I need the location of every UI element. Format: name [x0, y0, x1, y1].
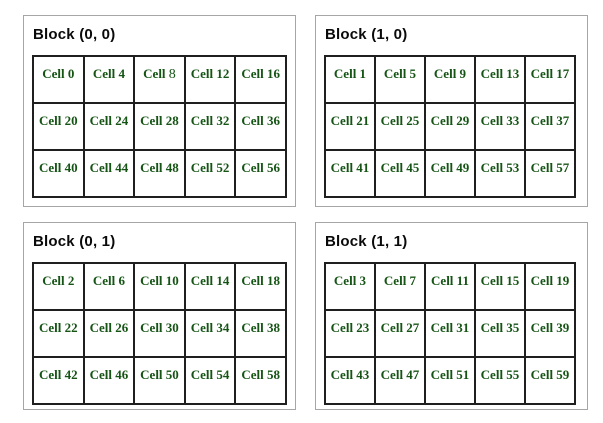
- table-cell: Cell 21: [324, 102, 376, 151]
- table-cell: Cell 48: [133, 149, 186, 198]
- table-cell: Cell 24: [82, 102, 136, 151]
- table-cell: Cell 34: [183, 309, 237, 358]
- table-cell: Cell 18: [234, 262, 287, 311]
- table-cell: Cell 23: [324, 309, 376, 358]
- table-cell: Cell 5: [374, 55, 426, 104]
- block-title: Block (1, 0): [325, 26, 408, 43]
- table-cell: Cell 35: [474, 309, 526, 358]
- table-cell: Cell 7: [374, 262, 426, 311]
- table-cell: Cell 4: [82, 55, 136, 104]
- table-cell: Cell 37: [524, 102, 576, 151]
- table-cell: Cell 29: [424, 102, 476, 151]
- table-cell: Cell 40: [32, 149, 85, 198]
- table-cell: Cell 3: [324, 262, 376, 311]
- block-title: Block (1, 1): [325, 233, 408, 250]
- table-cell: Cell 11: [424, 262, 476, 311]
- table-cell: Cell 26: [82, 309, 136, 358]
- table-cell: Cell 47: [374, 356, 426, 405]
- table-cell: Cell 38: [234, 309, 287, 358]
- block-title: Block (0, 1): [33, 233, 116, 250]
- table-cell: Cell 0: [32, 55, 85, 104]
- table-cell: Cell 42: [32, 356, 85, 405]
- table-cell: Cell 17: [524, 55, 576, 104]
- table-cell: Cell 1: [324, 55, 376, 104]
- table-cell: Cell 50: [133, 356, 186, 405]
- table-cell: Cell 39: [524, 309, 576, 358]
- table-cell: Cell 53: [474, 149, 526, 198]
- table-cell: Cell 57: [524, 149, 576, 198]
- table-cell: Cell 8: [133, 55, 186, 104]
- table-cell: Cell 13: [474, 55, 526, 104]
- table-cell: Cell 31: [424, 309, 476, 358]
- table-cell: Cell 6: [82, 262, 136, 311]
- table-cell: Cell 58: [234, 356, 287, 405]
- table-cell: Cell 45: [374, 149, 426, 198]
- table-cell: Cell 33: [474, 102, 526, 151]
- table-cell: Cell 41: [324, 149, 376, 198]
- table-cell: Cell 46: [82, 356, 136, 405]
- table-cell: Cell 36: [234, 102, 287, 151]
- table-cell: Cell 9: [424, 55, 476, 104]
- table-cell: Cell 51: [424, 356, 476, 405]
- block-title: Block (0, 0): [33, 26, 116, 43]
- table-cell: Cell 15: [474, 262, 526, 311]
- table-cell: Cell 25: [374, 102, 426, 151]
- table-cell: Cell 54: [183, 356, 237, 405]
- table-cell: Cell 30: [133, 309, 186, 358]
- table-cell: Cell 55: [474, 356, 526, 405]
- table-cell: Cell 52: [183, 149, 237, 198]
- table-cell: Cell 2: [32, 262, 85, 311]
- cell-number-regular: 8: [168, 67, 176, 82]
- table-cell: Cell 16: [234, 55, 287, 104]
- table-cell: Cell 12: [183, 55, 237, 104]
- table-cell: Cell 44: [82, 149, 136, 198]
- table-cell: Cell 22: [32, 309, 85, 358]
- table-cell: Cell 59: [524, 356, 576, 405]
- table-cell: Cell 32: [183, 102, 237, 151]
- table-cell: Cell 20: [32, 102, 85, 151]
- table-cell: Cell 10: [133, 262, 186, 311]
- table-cell: Cell 56: [234, 149, 287, 198]
- table-cell: Cell 27: [374, 309, 426, 358]
- table-cell: Cell 49: [424, 149, 476, 198]
- table-cell: Cell 43: [324, 356, 376, 405]
- table-cell: Cell 28: [133, 102, 186, 151]
- table-cell: Cell 19: [524, 262, 576, 311]
- table-cell: Cell 14: [183, 262, 237, 311]
